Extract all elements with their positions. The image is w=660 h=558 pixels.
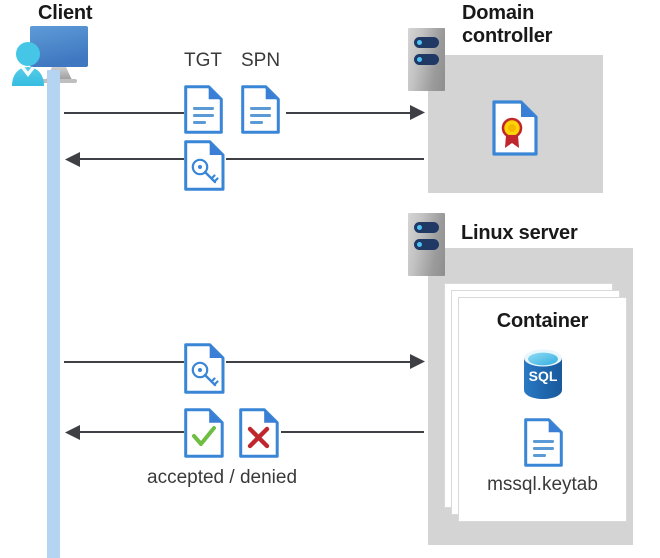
message-2-line-left [76,158,184,160]
keytab-file-icon [524,418,563,467]
domain-controller-label-line2: controller [462,25,553,47]
spn-label: SPN [241,50,281,71]
message-1-line-left [64,112,184,114]
message-2-line-right [226,158,424,160]
message-4-line-right [281,431,424,433]
domain-controller-label: Domain controller [462,2,622,48]
tgt-document-icon [184,85,223,134]
accepted-document-icon [184,408,224,458]
sql-database-icon: SQL [521,348,565,400]
message-4-line-left [76,431,184,433]
message-1-line-right [286,112,416,114]
message-2-arrowhead-left [62,151,80,169]
linux-server-server-icon [408,213,445,276]
linux-server-label: Linux server [461,222,578,244]
container-card-front[interactable] [458,297,627,522]
message-3-line-right [226,361,416,363]
message-1-arrowhead-right [410,104,428,122]
denied-document-icon [239,408,279,458]
key-document-icon-2 [184,343,225,394]
domain-controller-server-icon [408,28,445,91]
message-4-arrowhead-left [62,424,80,442]
keytab-file-label: mssql.keytab [487,474,598,495]
auth-result-caption: accepted / denied [147,467,298,488]
key-document-icon [184,140,225,191]
message-3-arrowhead-right [410,353,428,371]
client-lifeline [47,70,60,558]
client-label: Client [38,2,93,24]
message-3-line-left [64,361,184,363]
spn-document-icon [241,85,280,134]
tgt-label: TGT [184,50,222,71]
container-label: Container [496,310,589,332]
domain-controller-label-line1: Domain [462,2,535,24]
certificate-icon [492,100,538,156]
svg-text:SQL: SQL [529,368,558,384]
